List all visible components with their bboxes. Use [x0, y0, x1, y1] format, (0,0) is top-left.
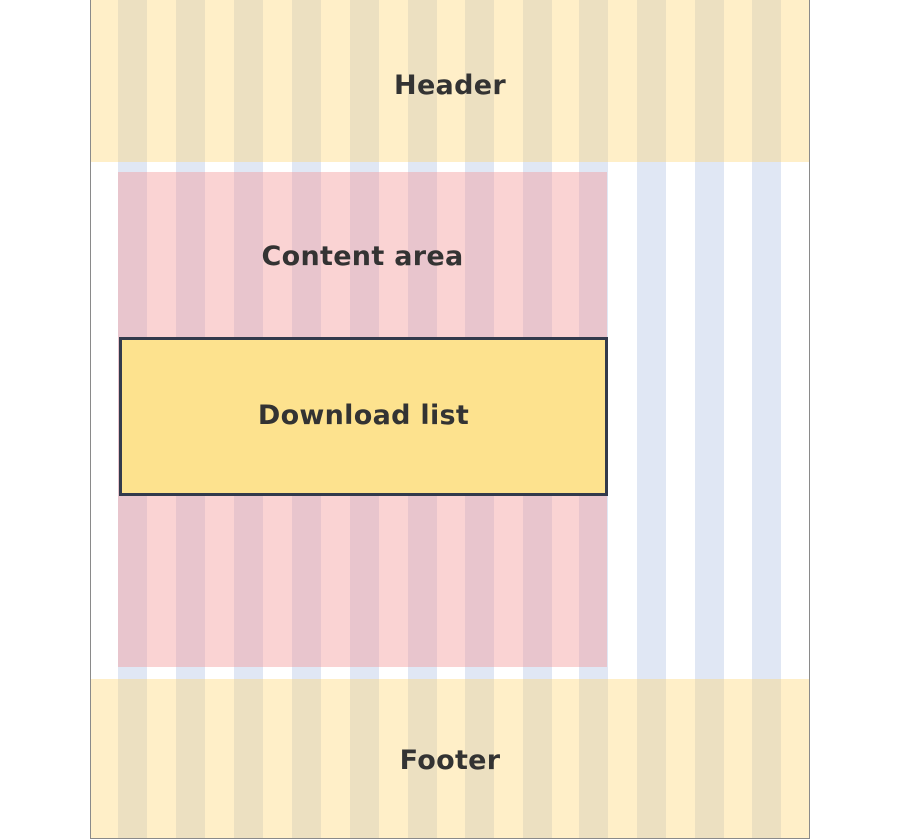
header-region: Header	[91, 0, 809, 162]
grid-column	[637, 0, 666, 838]
footer-region: Footer	[91, 679, 809, 838]
download-list-label: Download list	[257, 400, 470, 431]
footer-label: Footer	[399, 745, 501, 776]
grid-column	[695, 0, 724, 838]
download-list-box: Download list	[119, 337, 608, 496]
grid-column	[752, 0, 781, 838]
layout-frame: Header Content area Download list Footer	[90, 0, 810, 839]
header-label: Header	[394, 70, 506, 101]
content-area-label: Content area	[261, 241, 464, 272]
